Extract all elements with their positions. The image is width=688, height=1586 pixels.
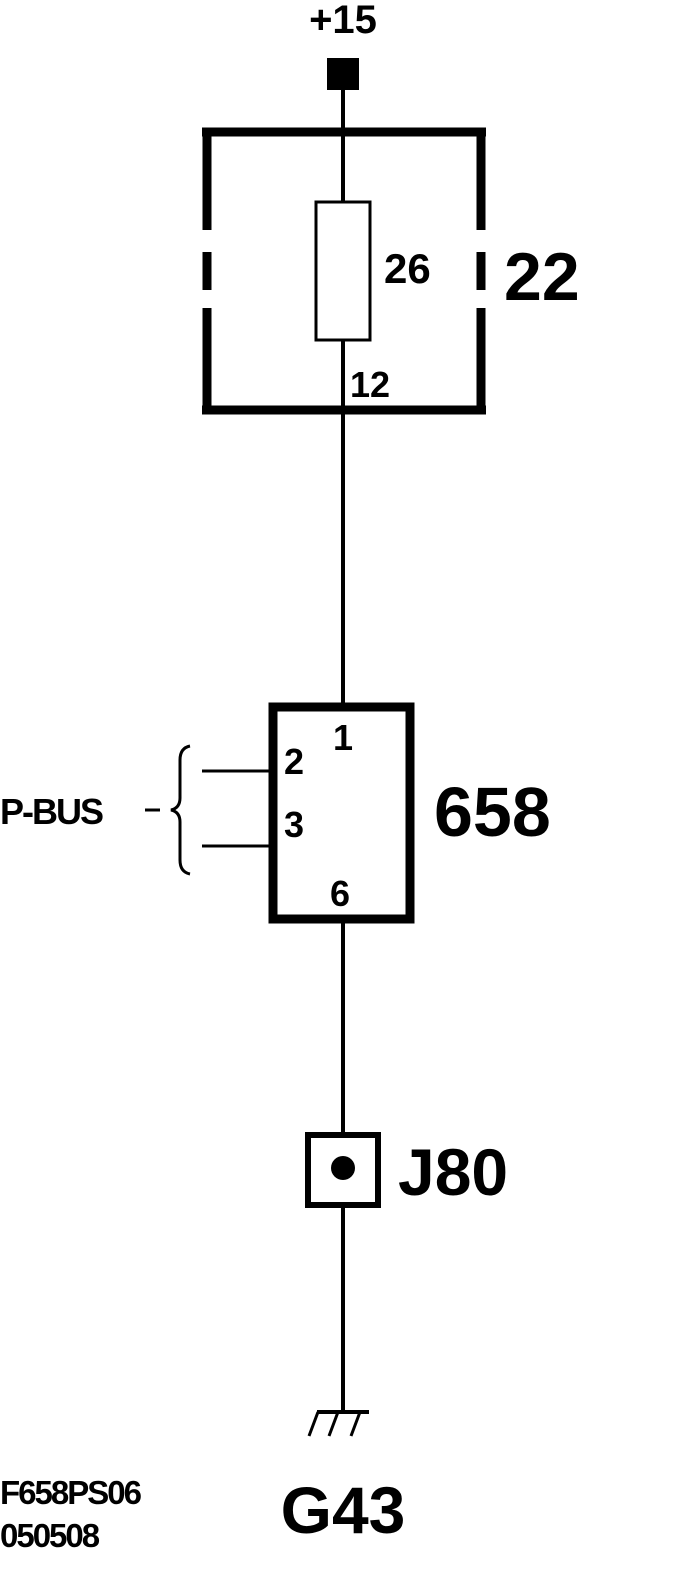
module-pin-1: 1 [333,717,353,758]
ground-id-label: G43 [281,1473,406,1547]
module-id-label: 658 [434,773,551,851]
fuse-pin-label: 12 [350,364,390,405]
drawing-code-line-1: F658PS06 [0,1474,142,1511]
fuse-box-id-label: 22 [504,239,580,315]
junction-box [305,1132,381,1208]
fuse-number-label: 26 [384,245,431,292]
module-pin-3: 3 [284,804,304,845]
module-pin-6: 6 [330,873,350,914]
supply-label: +15 [309,0,377,42]
bus-label: P-BUS [0,791,103,832]
module-box [268,702,415,924]
supply-terminal [327,58,359,90]
module-pin-2: 2 [284,741,304,782]
drawing-code-line-2: 050508 [0,1517,100,1554]
fuse-box-outline [202,127,486,415]
bus-brace-icon [170,744,191,876]
junction-dot-icon [331,1156,355,1180]
ground-icon [307,1410,369,1437]
fuse-icon [314,200,372,342]
junction-id-label: J80 [398,1135,508,1209]
